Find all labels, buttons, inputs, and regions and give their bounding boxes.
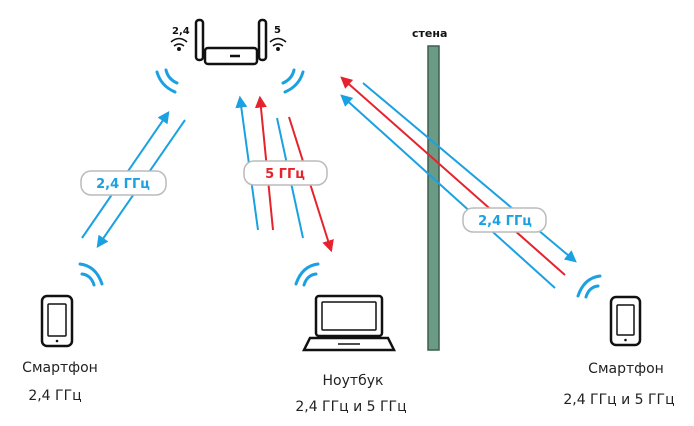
- left-device-name: Смартфон: [22, 360, 98, 376]
- router-band-right: 5: [274, 25, 281, 36]
- right-blue-arrow-down: [362, 82, 577, 263]
- center-link: 5 ГГц: [235, 95, 334, 253]
- left-device-wave-icon: [78, 262, 104, 287]
- center-band-label: 5 ГГц: [265, 167, 305, 182]
- wall: [427, 45, 440, 351]
- right-smartphone-icon: [609, 295, 642, 347]
- center-device-name: Ноутбук: [323, 373, 384, 389]
- center-device-bands: 2,4 ГГц и 5 ГГц: [295, 399, 406, 415]
- right-device-bands: 2,4 ГГц и 5 ГГц: [563, 392, 674, 408]
- wifi-left-small-icon: [170, 37, 188, 51]
- center-band-pill: [243, 160, 328, 186]
- left-device-bands: 2,4 ГГц: [28, 388, 81, 404]
- right-band-pill: [462, 207, 547, 233]
- right-link: 2,4 ГГц: [340, 76, 577, 289]
- router-wave-left-icon: [155, 68, 179, 94]
- router-wave-right-icon: [281, 68, 305, 94]
- laptop-icon: [301, 294, 397, 352]
- right-device-name: Смартфон: [588, 361, 664, 377]
- wall-label: стена: [412, 27, 447, 40]
- wifi-right-small-icon: [269, 37, 287, 51]
- left-band-label: 2,4 ГГц: [96, 177, 150, 192]
- router-icon: [194, 18, 268, 66]
- left-smartphone-icon: [40, 294, 74, 348]
- router-band-left: 2,4: [172, 26, 190, 37]
- left-band-pill: [80, 170, 167, 196]
- left-link: 2,4 ГГц: [80, 111, 186, 248]
- right-red-arrow-up: [340, 76, 566, 276]
- right-band-label: 2,4 ГГц: [478, 214, 532, 229]
- center-device-wave-icon: [294, 262, 320, 287]
- right-device-wave-icon: [576, 274, 602, 299]
- right-blue-arrow-up: [340, 94, 556, 289]
